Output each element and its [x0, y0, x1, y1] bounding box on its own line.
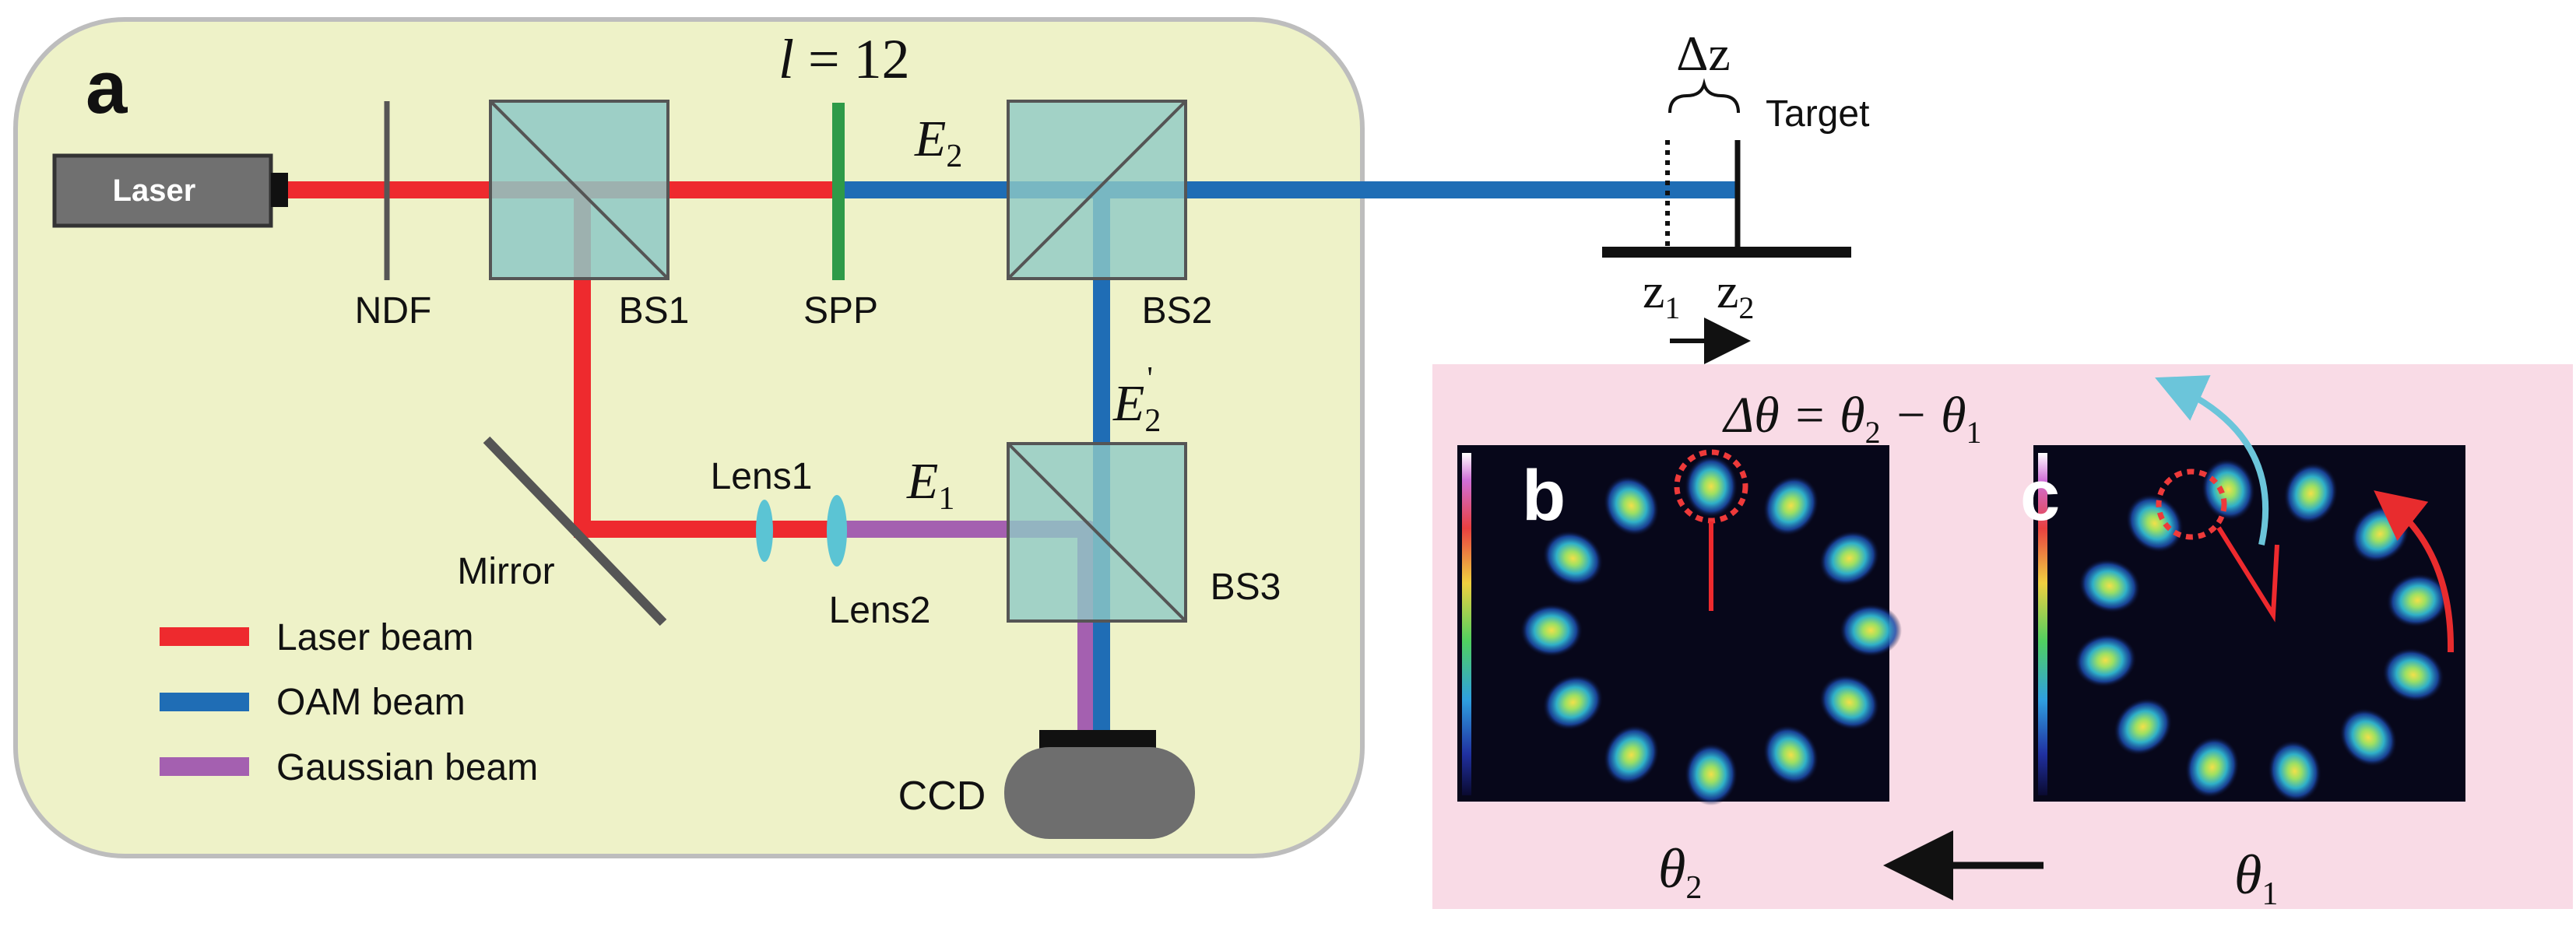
panel-c-label: c [2020, 456, 2060, 535]
oam-lobe [1762, 725, 1819, 785]
laser-source: Laser [52, 153, 288, 228]
legend: Laser beam OAM beam Gaussian beam [160, 617, 538, 788]
colorbar-c [2038, 453, 2047, 795]
theta1-label: θ1 [2234, 844, 2278, 912]
oam-lobe [2339, 708, 2398, 767]
oam-lobe [2079, 559, 2141, 613]
oam-lobe-ring-b [1520, 455, 1902, 805]
oam-lobe [2125, 494, 2184, 553]
bs3-cube [1007, 442, 1187, 623]
ccd-label: CCD [898, 774, 986, 819]
panel-a-label: a [86, 46, 128, 129]
oam-lobe [1685, 455, 1738, 518]
oam-lobe [1542, 674, 1604, 731]
intensity-image-c [2033, 375, 2465, 802]
target-label: Target [1766, 93, 1869, 135]
oam-lobe [2386, 574, 2449, 627]
panel-b-label: b [1522, 456, 1566, 535]
ndf-label: NDF [355, 290, 432, 332]
lens2-label: Lens2 [829, 590, 931, 631]
oam-lobe [2185, 736, 2240, 798]
rotation-arc-arrow-red [2374, 490, 2455, 653]
oam-lobe [1762, 476, 1819, 536]
oam-lobe [2268, 740, 2321, 802]
topological-charge-label: l = 12 [778, 28, 910, 90]
e2-label: E2 [914, 111, 962, 174]
bs1-cube [489, 100, 669, 280]
legend-label-laser: Laser beam [276, 617, 473, 658]
e1-label: E1 [906, 453, 954, 517]
colorbar-b [1462, 453, 1471, 795]
legend-label-gaussian: Gaussian beam [276, 747, 538, 788]
delta-z-brace [1668, 78, 1740, 114]
oam-lobe [1542, 530, 1604, 587]
bs2-cube [1007, 100, 1187, 280]
oam-lobe-ring-c [2074, 458, 2449, 802]
highlight-circle-c [2156, 469, 2227, 540]
oam-lobe [2202, 458, 2255, 521]
target-stage [1602, 78, 1851, 364]
oam-lobe [1840, 604, 1902, 657]
rotation-arc-arrow-cyan [2155, 375, 2269, 546]
oam-lobe [2283, 462, 2338, 525]
lens1-label: Lens1 [711, 456, 813, 497]
bs1-label: BS1 [619, 290, 690, 332]
lens1 [756, 500, 773, 562]
oam-lobe [1819, 674, 1880, 731]
intensity-image-b [1457, 445, 1902, 805]
oam-lobe [2382, 647, 2444, 702]
mirror [483, 436, 667, 626]
oam-lobe [1819, 530, 1880, 587]
oam-lobe [2114, 697, 2173, 756]
laser-label: Laser [113, 174, 196, 208]
theta2-label: θ2 [1658, 837, 1702, 906]
rotation-angle-wedge [2216, 526, 2279, 623]
z2-label: z2 [1717, 263, 1754, 325]
legend-label-oam: OAM beam [276, 682, 466, 723]
e2-prime-label: E2' [1112, 361, 1161, 439]
delta-z-label: Δz [1676, 26, 1731, 81]
delta-theta-equation: Δθ = θ2 − θ1 [1721, 387, 1981, 450]
oam-lobe [1520, 604, 1583, 657]
oam-lobe [2074, 633, 2137, 687]
z1-label: z1 [1643, 263, 1680, 325]
ccd-camera [1004, 730, 1195, 839]
oam-lobe [1603, 476, 1660, 536]
spp-label: SPP [803, 290, 878, 332]
mirror-label: Mirror [457, 551, 554, 592]
bs3-label: BS3 [1211, 567, 1281, 608]
oam-lobe [1685, 743, 1738, 805]
highlight-circle-b [1674, 449, 1748, 524]
laser-aperture [271, 173, 288, 207]
oam-lobe [1603, 725, 1660, 785]
bs2-label: BS2 [1142, 290, 1213, 332]
lens2 [827, 495, 847, 567]
